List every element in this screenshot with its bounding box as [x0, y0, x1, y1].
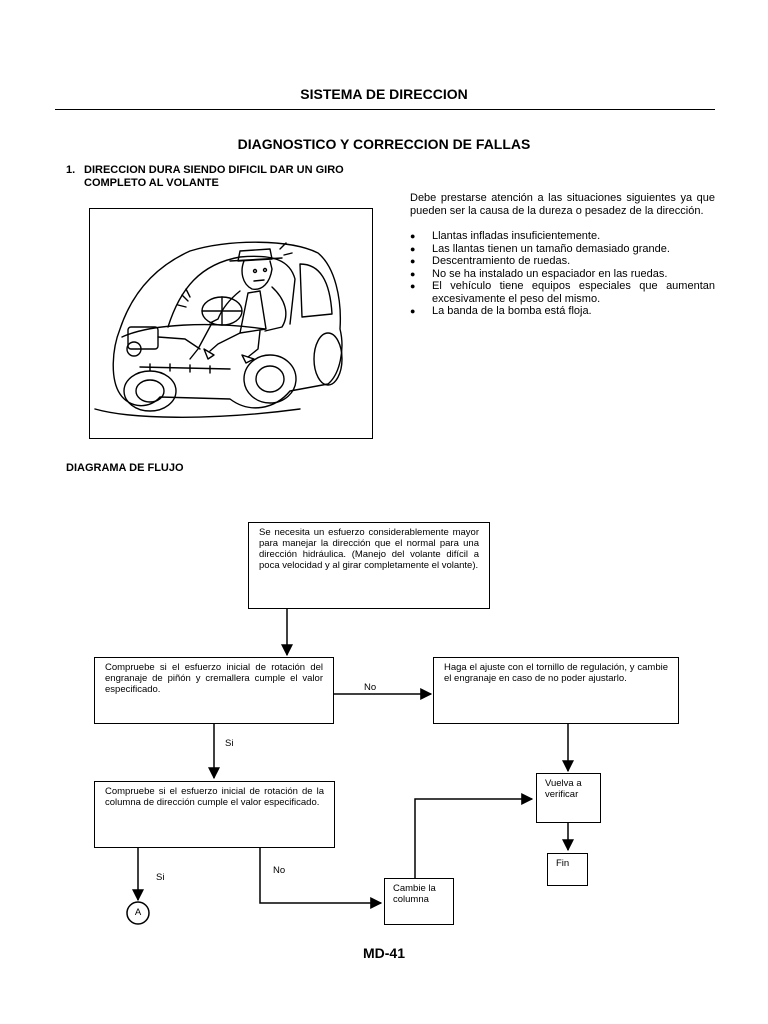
cause-item: No se ha instalado un espaciador en las … [410, 268, 715, 281]
arrow-column-to-change [259, 848, 383, 909]
label-no-column: No [273, 865, 286, 876]
box-end: Fin [547, 853, 588, 886]
box-verify: Vuelva a verificar [536, 773, 601, 823]
box-adjust: Haga el ajuste con el tornillo de regula… [433, 657, 679, 724]
page-number: MD-41 [362, 945, 405, 961]
label-si-pinion: Si [225, 738, 234, 749]
connector-label: A [134, 907, 142, 918]
cause-item: Descentramiento de ruedas. [410, 255, 715, 268]
cause-item: Las llantas tienen un tamaño demasiado g… [410, 243, 715, 256]
section-title: DIAGNOSTICO Y CORRECCION DE FALLAS [237, 136, 531, 152]
flow-diagram-label: DIAGRAMA DE FLUJO [66, 462, 184, 474]
box-start: Se necesita un esfuerzo considerablement… [248, 522, 490, 609]
header-rule [55, 109, 715, 110]
intro-paragraph: Debe prestarse atención a las situacione… [410, 192, 715, 217]
label-no-pinion: No [364, 682, 377, 693]
cause-item: Llantas infladas insuficientemente. [410, 230, 715, 243]
item-number: 1. [66, 164, 76, 176]
cause-list: Llantas infladas insuficientemente. Las … [410, 230, 715, 318]
box-check-column: Compruebe si el esfuerzo inicial de rota… [94, 781, 335, 848]
connector-circle [126, 901, 150, 925]
page-header-title: SISTEMA DE DIRECCION [300, 86, 468, 102]
car-steering-illustration [89, 208, 373, 439]
arrow-change-to-verify [414, 793, 534, 878]
box-change-column: Cambie la columna [384, 878, 454, 925]
box-check-pinion: Compruebe si el esfuerzo inicial de rota… [94, 657, 334, 724]
label-si-column: Si [156, 872, 165, 883]
car-steering-drawing [94, 241, 343, 418]
cause-item: El vehículo tiene equipos especiales que… [410, 280, 715, 305]
cause-item: La banda de la bomba está floja. [410, 305, 715, 318]
item-title: DIRECCION DURA SIENDO DIFICIL DAR UN GIR… [84, 164, 344, 189]
